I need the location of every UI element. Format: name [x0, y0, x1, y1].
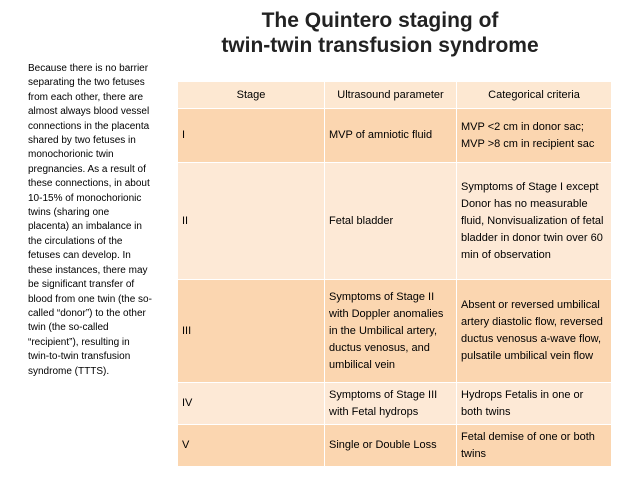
table-row: IV Symptoms of Stage III with Fetal hydr… [177, 382, 612, 425]
table-row: III Symptoms of Stage II with Doppler an… [177, 279, 612, 383]
slide-title: The Quintero staging of twin-twin transf… [180, 8, 580, 58]
table-row: II Fetal bladder Symptoms of Stage I exc… [177, 162, 612, 280]
table-row: V Single or Double Loss Fetal demise of … [177, 424, 612, 467]
stage-cell: I [177, 108, 325, 163]
parameter-cell: Symptoms of Stage III with Fetal hydrops [324, 382, 457, 425]
title-line-1: The Quintero staging of [261, 9, 499, 32]
table-header-row: Stage Ultrasound parameter Categorical c… [177, 81, 612, 109]
criteria-cell: Hydrops Fetalis in one or both twins [456, 382, 612, 425]
parameter-cell: Symptoms of Stage II with Doppler anomal… [324, 279, 457, 383]
staging-table: Stage Ultrasound parameter Categorical c… [177, 81, 612, 467]
criteria-cell: Symptoms of Stage I except Donor has no … [456, 162, 612, 280]
header-ultrasound-parameter: Ultrasound parameter [324, 81, 457, 109]
stage-cell: II [177, 162, 325, 280]
stage-cell: V [177, 424, 325, 467]
stage-cell: IV [177, 382, 325, 425]
header-categorical-criteria: Categorical criteria [456, 81, 612, 109]
parameter-cell: Fetal bladder [324, 162, 457, 280]
criteria-cell: Fetal demise of one or both twins [456, 424, 612, 467]
parameter-cell: Single or Double Loss [324, 424, 457, 467]
title-line-2: twin-twin transfusion syndrome [221, 34, 539, 57]
header-stage: Stage [177, 81, 325, 109]
parameter-cell: MVP of amniotic fluid [324, 108, 457, 163]
stage-cell: III [177, 279, 325, 383]
table-row: I MVP of amniotic fluid MVP <2 cm in don… [177, 108, 612, 163]
criteria-cell: MVP <2 cm in donor sac; MVP >8 cm in rec… [456, 108, 612, 163]
side-note-text: Because there is no barrier separating t… [28, 63, 152, 377]
criteria-cell: Absent or reversed umbilical artery dias… [456, 279, 612, 383]
